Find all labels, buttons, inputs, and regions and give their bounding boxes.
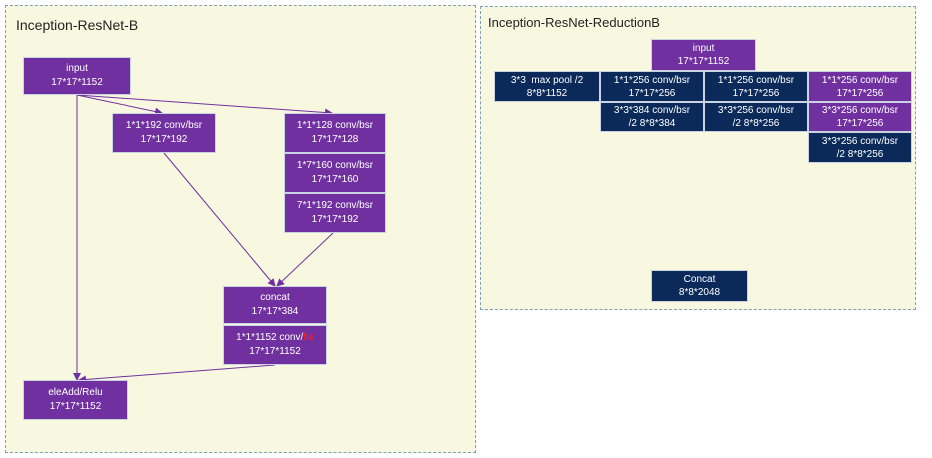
eleadd-shape: 17*17*1152 xyxy=(49,401,102,412)
conv-1x1-label-red: bs xyxy=(303,332,314,343)
rb-branch3-conv3-node: 3*3*256 conv/bsr /2 8*8*256 xyxy=(808,132,912,163)
rb-concat-shape: 8*8*2048 xyxy=(678,287,721,298)
input-node-label: input xyxy=(66,63,88,74)
rb-branch3-conv1-node: 1*1*256 conv/bsr 17*17*256 xyxy=(808,71,912,102)
rb-branch1-conv1-node: 1*1*256 conv/bsr 17*17*256 xyxy=(600,71,704,102)
rb-branch2-conv1-node: 1*1*256 conv/bsr 17*17*256 xyxy=(704,71,808,102)
branch2-conv3-label: 7*1*192 conv/bsr xyxy=(296,200,374,211)
concat-label: concat xyxy=(260,292,290,303)
rb-concat-label: Concat xyxy=(683,274,716,285)
concat-shape: 17*17*384 xyxy=(251,306,299,317)
branch2-conv1-label: 1*1*128 conv/bsr xyxy=(296,120,374,131)
branch2-conv1-shape: 17*17*128 xyxy=(311,134,359,145)
conv-1x1-label-wrapper: 1*1*1152 conv/bs xyxy=(236,331,314,345)
branch1-conv-label: 1*1*192 conv/bsr xyxy=(125,120,203,131)
rb-branch2-conv1-shape: 17*17*256 xyxy=(732,87,780,99)
edge-b2c-to-concat xyxy=(276,232,334,287)
edge-conv-to-eleadd xyxy=(78,364,276,384)
conv-1x1-label: 1*1*1152 conv/ xyxy=(236,332,304,343)
rb-concat-node: Concat 8*8*2048 xyxy=(651,270,748,302)
rb-branch2-conv2-shape: /2 8*8*256 xyxy=(732,118,780,129)
rb-branch1-conv2-node: 3*3*384 conv/bsr /2 8*8*384 xyxy=(600,102,704,132)
rb-branch3-conv2-node: 3*3*256 conv/bsr 17*17*256 xyxy=(808,102,912,132)
rb-branch3-conv1-label: 1*1*256 conv/bsr xyxy=(821,74,899,86)
branch2-conv2-label: 1*7*160 conv/bsr xyxy=(296,160,374,171)
rb-branch3-conv3-shape: /2 8*8*256 xyxy=(836,148,884,160)
branch2-conv1-node: 1*1*128 conv/bsr 17*17*128 xyxy=(284,113,386,153)
rb-maxpool-shape: 8*8*1152 xyxy=(526,87,568,99)
rb-branch1-conv1-shape: 17*17*256 xyxy=(628,87,676,99)
rb-input-shape: 17*17*1152 xyxy=(677,56,730,67)
rb-branch1-conv2-label: 3*3*384 conv/bsr xyxy=(613,105,691,116)
branch2-conv2-node: 1*7*160 conv/bsr 17*17*160 xyxy=(284,153,386,193)
edge-input-to-b1 xyxy=(76,94,163,116)
branch1-conv-node: 1*1*192 conv/bsr 17*17*192 xyxy=(112,113,216,153)
rb-branch3-conv1-shape: 17*17*256 xyxy=(836,87,884,99)
rb-maxpool-node: 3*3 max pool /2 8*8*1152 xyxy=(494,71,600,102)
conv-1x1-node: 1*1*1152 conv/bs 17*17*1152 xyxy=(223,325,327,365)
rb-input-label: input xyxy=(692,43,715,54)
rb-branch2-conv2-label: 3*3*256 conv/bsr xyxy=(717,105,795,116)
eleadd-relu-node: eleAdd/Relu 17*17*1152 xyxy=(23,380,128,420)
reductionb-title: Inception-ResNet-ReductionB xyxy=(488,15,660,30)
rb-branch3-conv3-label: 3*3*256 conv/bsr xyxy=(821,135,899,147)
inception-resnet-b-title: Inception-ResNet-B xyxy=(16,17,139,33)
branch2-conv2-shape: 17*17*160 xyxy=(311,174,359,185)
edge-b1-to-concat xyxy=(163,152,276,287)
conv-1x1-shape: 17*17*1152 xyxy=(249,346,301,357)
eleadd-label: eleAdd/Relu xyxy=(48,387,103,398)
branch2-conv3-node: 7*1*192 conv/bsr 17*17*192 xyxy=(284,193,386,233)
rb-branch3-conv2-shape: 17*17*256 xyxy=(836,118,884,129)
branch1-conv-shape: 17*17*192 xyxy=(140,134,188,145)
edge-input-to-b2a xyxy=(76,94,333,117)
rb-branch2-conv2-node: 3*3*256 conv/bsr /2 8*8*256 xyxy=(704,102,808,132)
rb-input-node: input 17*17*1152 xyxy=(651,39,756,71)
rb-branch1-conv1-label: 1*1*256 conv/bsr xyxy=(613,74,691,86)
branch2-conv3-shape: 17*17*192 xyxy=(311,214,359,225)
rb-branch1-conv2-shape: /2 8*8*384 xyxy=(628,118,676,129)
rb-maxpool-label: 3*3 max pool /2 xyxy=(510,74,584,86)
concat-node: concat 17*17*384 xyxy=(223,286,327,324)
input-node: input 17*17*1152 xyxy=(23,57,131,95)
input-node-shape: 17*17*1152 xyxy=(51,77,103,88)
rb-branch3-conv2-label: 3*3*256 conv/bsr xyxy=(821,105,899,116)
rb-branch2-conv1-label: 1*1*256 conv/bsr xyxy=(717,74,795,86)
